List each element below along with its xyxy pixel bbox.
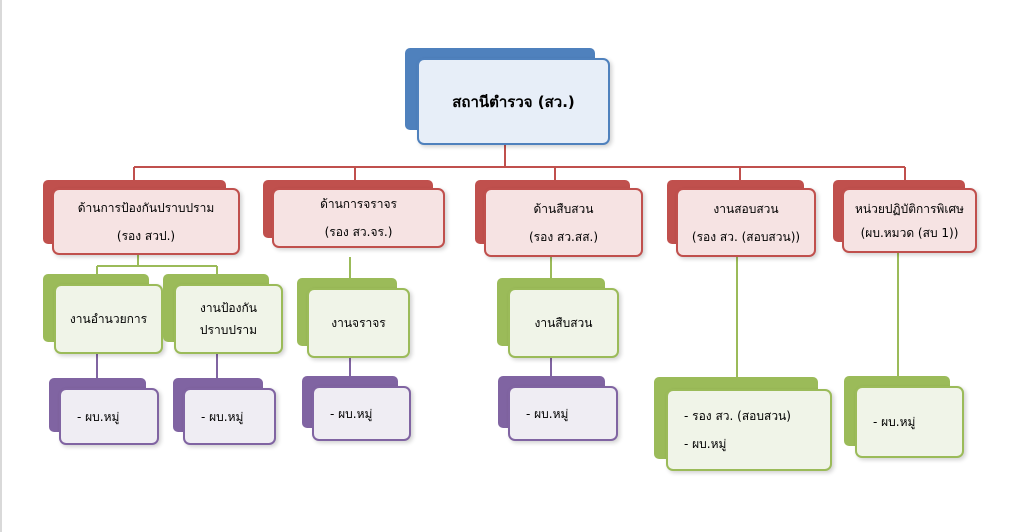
unit-node-4: งานสืบสวน [497, 278, 619, 358]
division-subtitle: (รอง สว. (สอบสวน)) [691, 229, 801, 244]
root-label: สถานีตำรวจ (สว.) [452, 92, 575, 111]
leaf-node-2: - ผบ.หมู่ [173, 378, 276, 445]
investigation-deputy-label: - รอง สว. (สอบสวน) [684, 409, 791, 423]
leaf-label: - ผบ.หมู่ [330, 406, 373, 421]
division-subtitle: (รอง สว.จร.) [324, 225, 393, 239]
leaf-label: - ผบ.หมู่ [526, 406, 569, 421]
leaf-node-4: - ผบ.หมู่ [498, 376, 618, 441]
left-border [0, 0, 2, 532]
division-title: ด้านสืบสวน [533, 201, 594, 216]
leaf-node-3: - ผบ.หมู่ [302, 376, 411, 441]
unit-label: งานอำนวยการ [69, 312, 148, 326]
investigation-staff-node: - รอง สว. (สอบสวน) - ผบ.หมู่ [654, 377, 832, 471]
division-node-4: งานสอบสวน (รอง สว. (สอบสวน)) [667, 180, 816, 257]
unit-node-1: งานอำนวยการ [43, 274, 163, 354]
leaf-node-1: - ผบ.หมู่ [49, 378, 159, 445]
division-subtitle: (รอง สว.สส.) [528, 229, 599, 244]
unit-label: งานจราจร [331, 316, 386, 330]
leaf-label: - ผบ.หมู่ [77, 409, 120, 424]
division-title: งานสอบสวน [713, 201, 779, 216]
division-node-5: หน่วยปฏิบัติการพิเศษ (ผบ.หมวด (สบ 1)) [833, 180, 977, 253]
division-title: ด้านการจราจร [320, 197, 397, 211]
division-title: หน่วยปฏิบัติการพิเศษ [855, 201, 964, 216]
division-node-2: ด้านการจราจร (รอง สว.จร.) [263, 180, 445, 248]
unit-node-2: งานป้องกัน ปราบปราม [163, 274, 283, 354]
division-title: ด้านการป้องกันปราบปราม [77, 200, 215, 215]
division-subtitle: (ผบ.หมวด (สบ 1)) [860, 225, 959, 240]
division-subtitle: (รอง สวป.) [116, 228, 176, 243]
unit-node-3: งานจราจร [297, 278, 410, 358]
division-node-1: ด้านการป้องกันปราบปราม (รอง สวป.) [43, 180, 240, 255]
root-node: สถานีตำรวจ (สว.) [405, 48, 610, 145]
special-squad-label: - ผบ.หมู่ [873, 415, 916, 429]
division-node-3: ด้านสืบสวน (รอง สว.สส.) [475, 180, 643, 257]
unit-label: งานสืบสวน [534, 316, 593, 330]
unit-label: ปราบปราม [199, 323, 258, 337]
investigation-squad-label: - ผบ.หมู่ [684, 437, 727, 451]
special-ops-staff-node: - ผบ.หมู่ [844, 376, 964, 458]
unit-label: งานป้องกัน [200, 301, 257, 315]
leaf-label: - ผบ.หมู่ [201, 409, 244, 424]
